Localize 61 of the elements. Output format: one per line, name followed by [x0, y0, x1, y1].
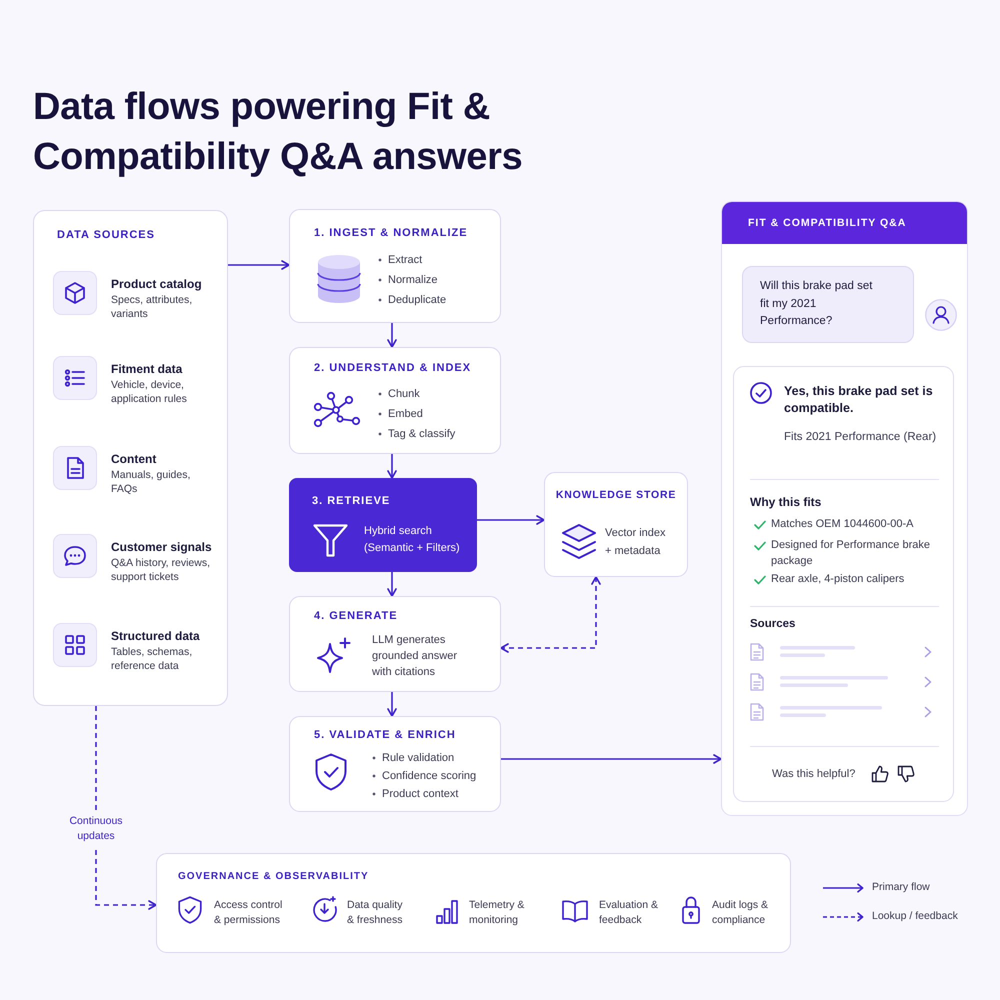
arrow	[387, 692, 397, 717]
arrow	[387, 454, 397, 479]
panel-heading: DATA SOURCES	[57, 228, 155, 242]
highlighted-process-box	[289, 478, 477, 572]
source-description: Specs, attributes, variants	[111, 293, 194, 321]
capability-label: Audit logs & compliance	[712, 898, 770, 928]
source-title: Customer signals	[111, 539, 212, 555]
panel-header: FIT & COMPATIBILITY Q&A	[722, 202, 967, 244]
answer-card	[733, 366, 954, 802]
bullet-item: Tag & classify	[378, 427, 456, 441]
source-description: Q&A history, reviews, support tickets	[111, 556, 212, 584]
step-heading: 4. GENERATE	[314, 609, 398, 623]
answer-detail: Fits 2021 Performance (Rear)	[784, 430, 938, 445]
panel	[156, 853, 791, 953]
reason-item: Designed for Performance brake package	[771, 538, 931, 569]
step-description: Hybrid search (Semantic + Filters)	[364, 524, 461, 556]
capability-label: Data quality & freshness	[347, 898, 404, 928]
section-heading: Sources	[750, 617, 796, 632]
process-box	[289, 347, 501, 454]
source-title: Fitment data	[111, 361, 182, 377]
arrow	[477, 515, 545, 525]
store-heading: KNOWLEDGE STORE	[556, 488, 676, 502]
panel	[33, 210, 228, 706]
source-title: Structured data	[111, 628, 200, 644]
store-box	[544, 472, 688, 577]
bullet-item: Deduplicate	[378, 293, 446, 307]
panel-heading: GOVERNANCE & OBSERVABILITY	[178, 870, 369, 884]
arrow	[228, 260, 290, 270]
process-box	[289, 596, 501, 692]
process-box	[289, 209, 501, 323]
chat-bubble	[742, 266, 914, 343]
question-text: Will this brake pad set fit my 2021 Performance?	[760, 279, 874, 330]
bullet-item: Confidence scoring	[372, 769, 476, 783]
source-title: Content	[111, 451, 156, 467]
capability-label: Access control & permissions	[214, 898, 284, 928]
arrow	[387, 323, 397, 348]
step-heading: 3. RETRIEVE	[312, 494, 390, 508]
reason-item: Matches OEM 1044600-00-A	[771, 517, 914, 532]
source-description: Vehicle, device, application rules	[111, 378, 188, 406]
capability-label: Telemetry & monitoring	[469, 898, 526, 928]
step-description: LLM generates grounded answer with citations	[372, 633, 458, 680]
source-description: Manuals, guides, FAQs	[111, 468, 192, 496]
step-heading: 1. INGEST & NORMALIZE	[314, 226, 468, 240]
legend-label: Lookup / feedback	[872, 909, 958, 924]
store-description: Vector index + metadata	[605, 526, 667, 559]
diagram-title: Data flows powering Fit & Compatibility Q&A answers	[33, 85, 524, 180]
source-title: Product catalog	[111, 276, 202, 292]
legend-label: Primary flow	[872, 880, 930, 895]
section-heading: Why this fits	[750, 495, 822, 510]
arrow	[387, 572, 397, 597]
capability-label: Evaluation & feedback	[599, 898, 659, 928]
chat-panel	[721, 201, 968, 816]
answer-headline: Yes, this brake pad set is compatible.	[784, 383, 934, 417]
step-heading: 2. UNDERSTAND & INDEX	[314, 361, 472, 375]
source-description: Tables, schemas, reference data	[111, 645, 194, 673]
reason-item: Rear axle, 4-piston calipers	[771, 572, 906, 587]
dashed-arrow	[500, 576, 601, 653]
process-box	[289, 716, 501, 812]
arrow	[501, 754, 722, 764]
feedback-prompt: Was this helpful?	[772, 767, 856, 782]
step-heading: 5. VALIDATE & ENRICH	[314, 728, 456, 742]
